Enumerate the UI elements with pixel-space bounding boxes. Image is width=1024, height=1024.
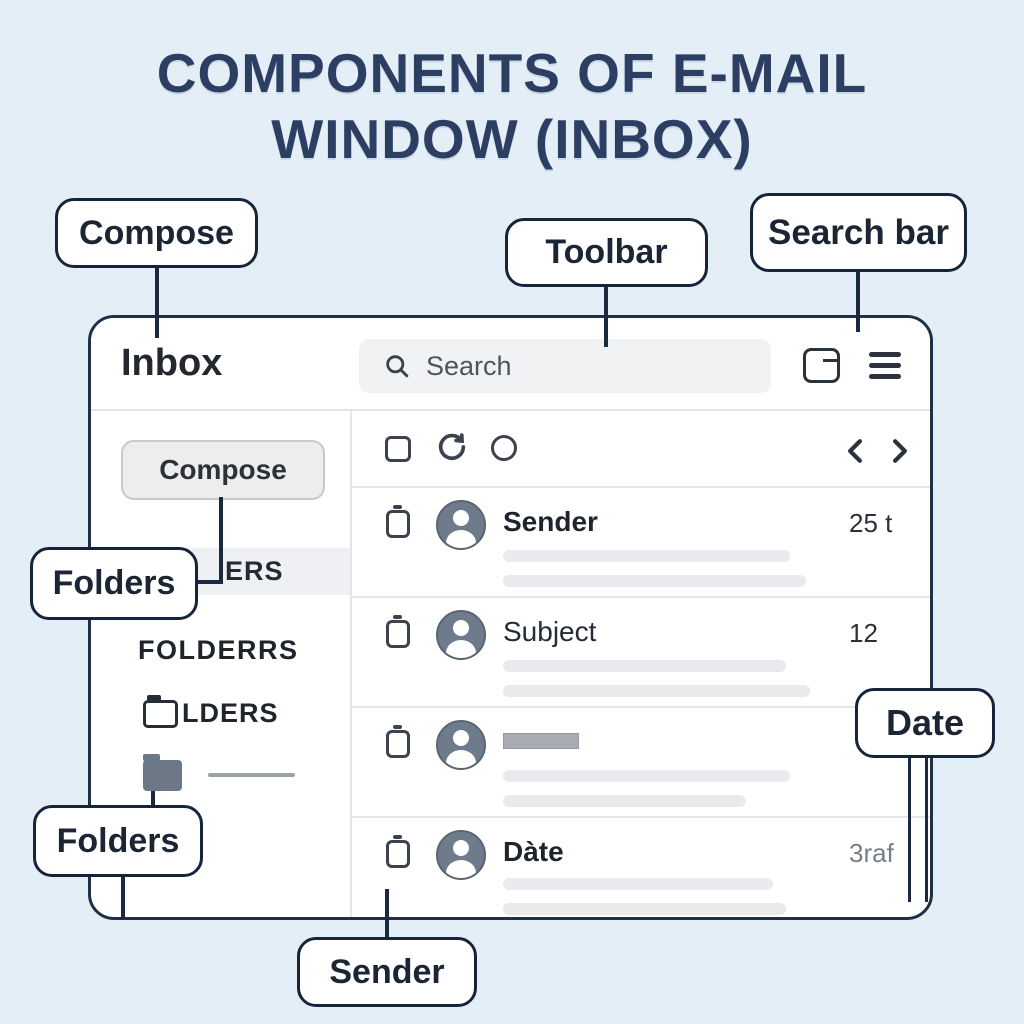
row-date-label: 25 t [849,508,893,538]
avatar [436,830,486,880]
avatar [436,720,486,770]
name-placeholder [503,733,579,749]
search-placeholder: Search [426,350,512,381]
leader-line-folders-top-horizontal [197,580,222,584]
text-placeholder [503,575,806,587]
search-input[interactable]: Search [359,339,771,393]
row-separator [352,706,930,708]
row-date-label: 3raf [849,838,894,868]
folders-heading: FOLDERRS [138,635,299,665]
callout-folders-bottom-label: Folders [56,821,180,860]
compose-button[interactable]: Compose [121,440,325,500]
leader-line-search-bar [856,272,860,332]
row-checkbox[interactable] [386,505,410,538]
text-placeholder [503,685,810,697]
page-title: COMPONENTS OF E-MAIL WINDOW (INBOX) [0,40,1024,172]
leader-line-sender [385,889,389,938]
window-header: Inbox Search [91,318,930,411]
callout-date-label: Date [885,702,965,743]
leader-line-compose [155,268,159,338]
callout-sender-label: Sender [329,952,445,991]
text-placeholder [503,660,786,672]
toolbar-separator [352,486,930,488]
chevron-right-icon[interactable] [889,438,911,464]
folder-item-label: LDERS [182,698,279,728]
row-subject-label: Subject [503,616,597,647]
callout-compose-label: Compose [79,213,234,252]
folder-filled-icon[interactable] [143,754,182,791]
text-placeholder [503,770,790,782]
row-checkbox[interactable] [386,615,410,648]
status-circle-icon[interactable] [491,435,517,461]
refresh-icon[interactable] [435,430,469,464]
text-placeholder [503,903,786,915]
page-title-line1: COMPONENTS OF E-MAIL [156,42,868,104]
folder-label-placeholder [208,773,295,777]
callout-toolbar-label: Toolbar [545,233,668,271]
callout-folders-top: Folders [30,547,198,620]
avatar [436,610,486,660]
callout-toolbar: Toolbar [505,218,708,287]
sidebar-toggle-icon[interactable] [803,348,840,383]
search-icon [383,352,411,380]
menu-icon[interactable] [869,352,901,385]
row-checkbox[interactable] [386,835,410,868]
sidebar-divider [350,411,352,917]
row-checkbox[interactable] [386,725,410,758]
text-placeholder [503,795,746,807]
avatar [436,500,486,550]
email-window: Inbox Search Compose ERS FOLDERRS LDERS [88,315,933,920]
text-placeholder [503,550,790,562]
leader-line-date [908,758,928,902]
leader-line-folders-bottom-up [151,791,155,806]
row-name-label: Dàte [503,836,564,867]
leader-line-folders-bottom-down [121,876,125,919]
page-title-line2: WINDOW (INBOX) [271,108,753,170]
callout-sender: Sender [297,937,477,1007]
chevron-left-icon[interactable] [844,438,866,464]
callout-folders-bottom: Folders [33,805,203,877]
callout-folders-top-label: Folders [52,564,176,602]
row-separator [352,596,930,598]
text-placeholder [503,878,773,890]
callout-search-bar-label: Search bar [768,212,949,252]
folder-icon [143,694,178,728]
callout-compose: Compose [55,198,258,268]
select-all-checkbox[interactable] [385,436,411,462]
row-separator [352,816,930,818]
leader-line-toolbar [604,287,608,347]
callout-date: Date [855,688,995,758]
leader-line-folders-top-vertical [219,497,223,584]
row-sender-label: Sender [503,506,598,537]
inbox-heading: Inbox [121,342,223,384]
row-date-label: 12 [849,618,878,648]
callout-search-bar: Search bar [750,193,967,272]
sidebar-item-folder[interactable]: LDERS [143,694,279,729]
